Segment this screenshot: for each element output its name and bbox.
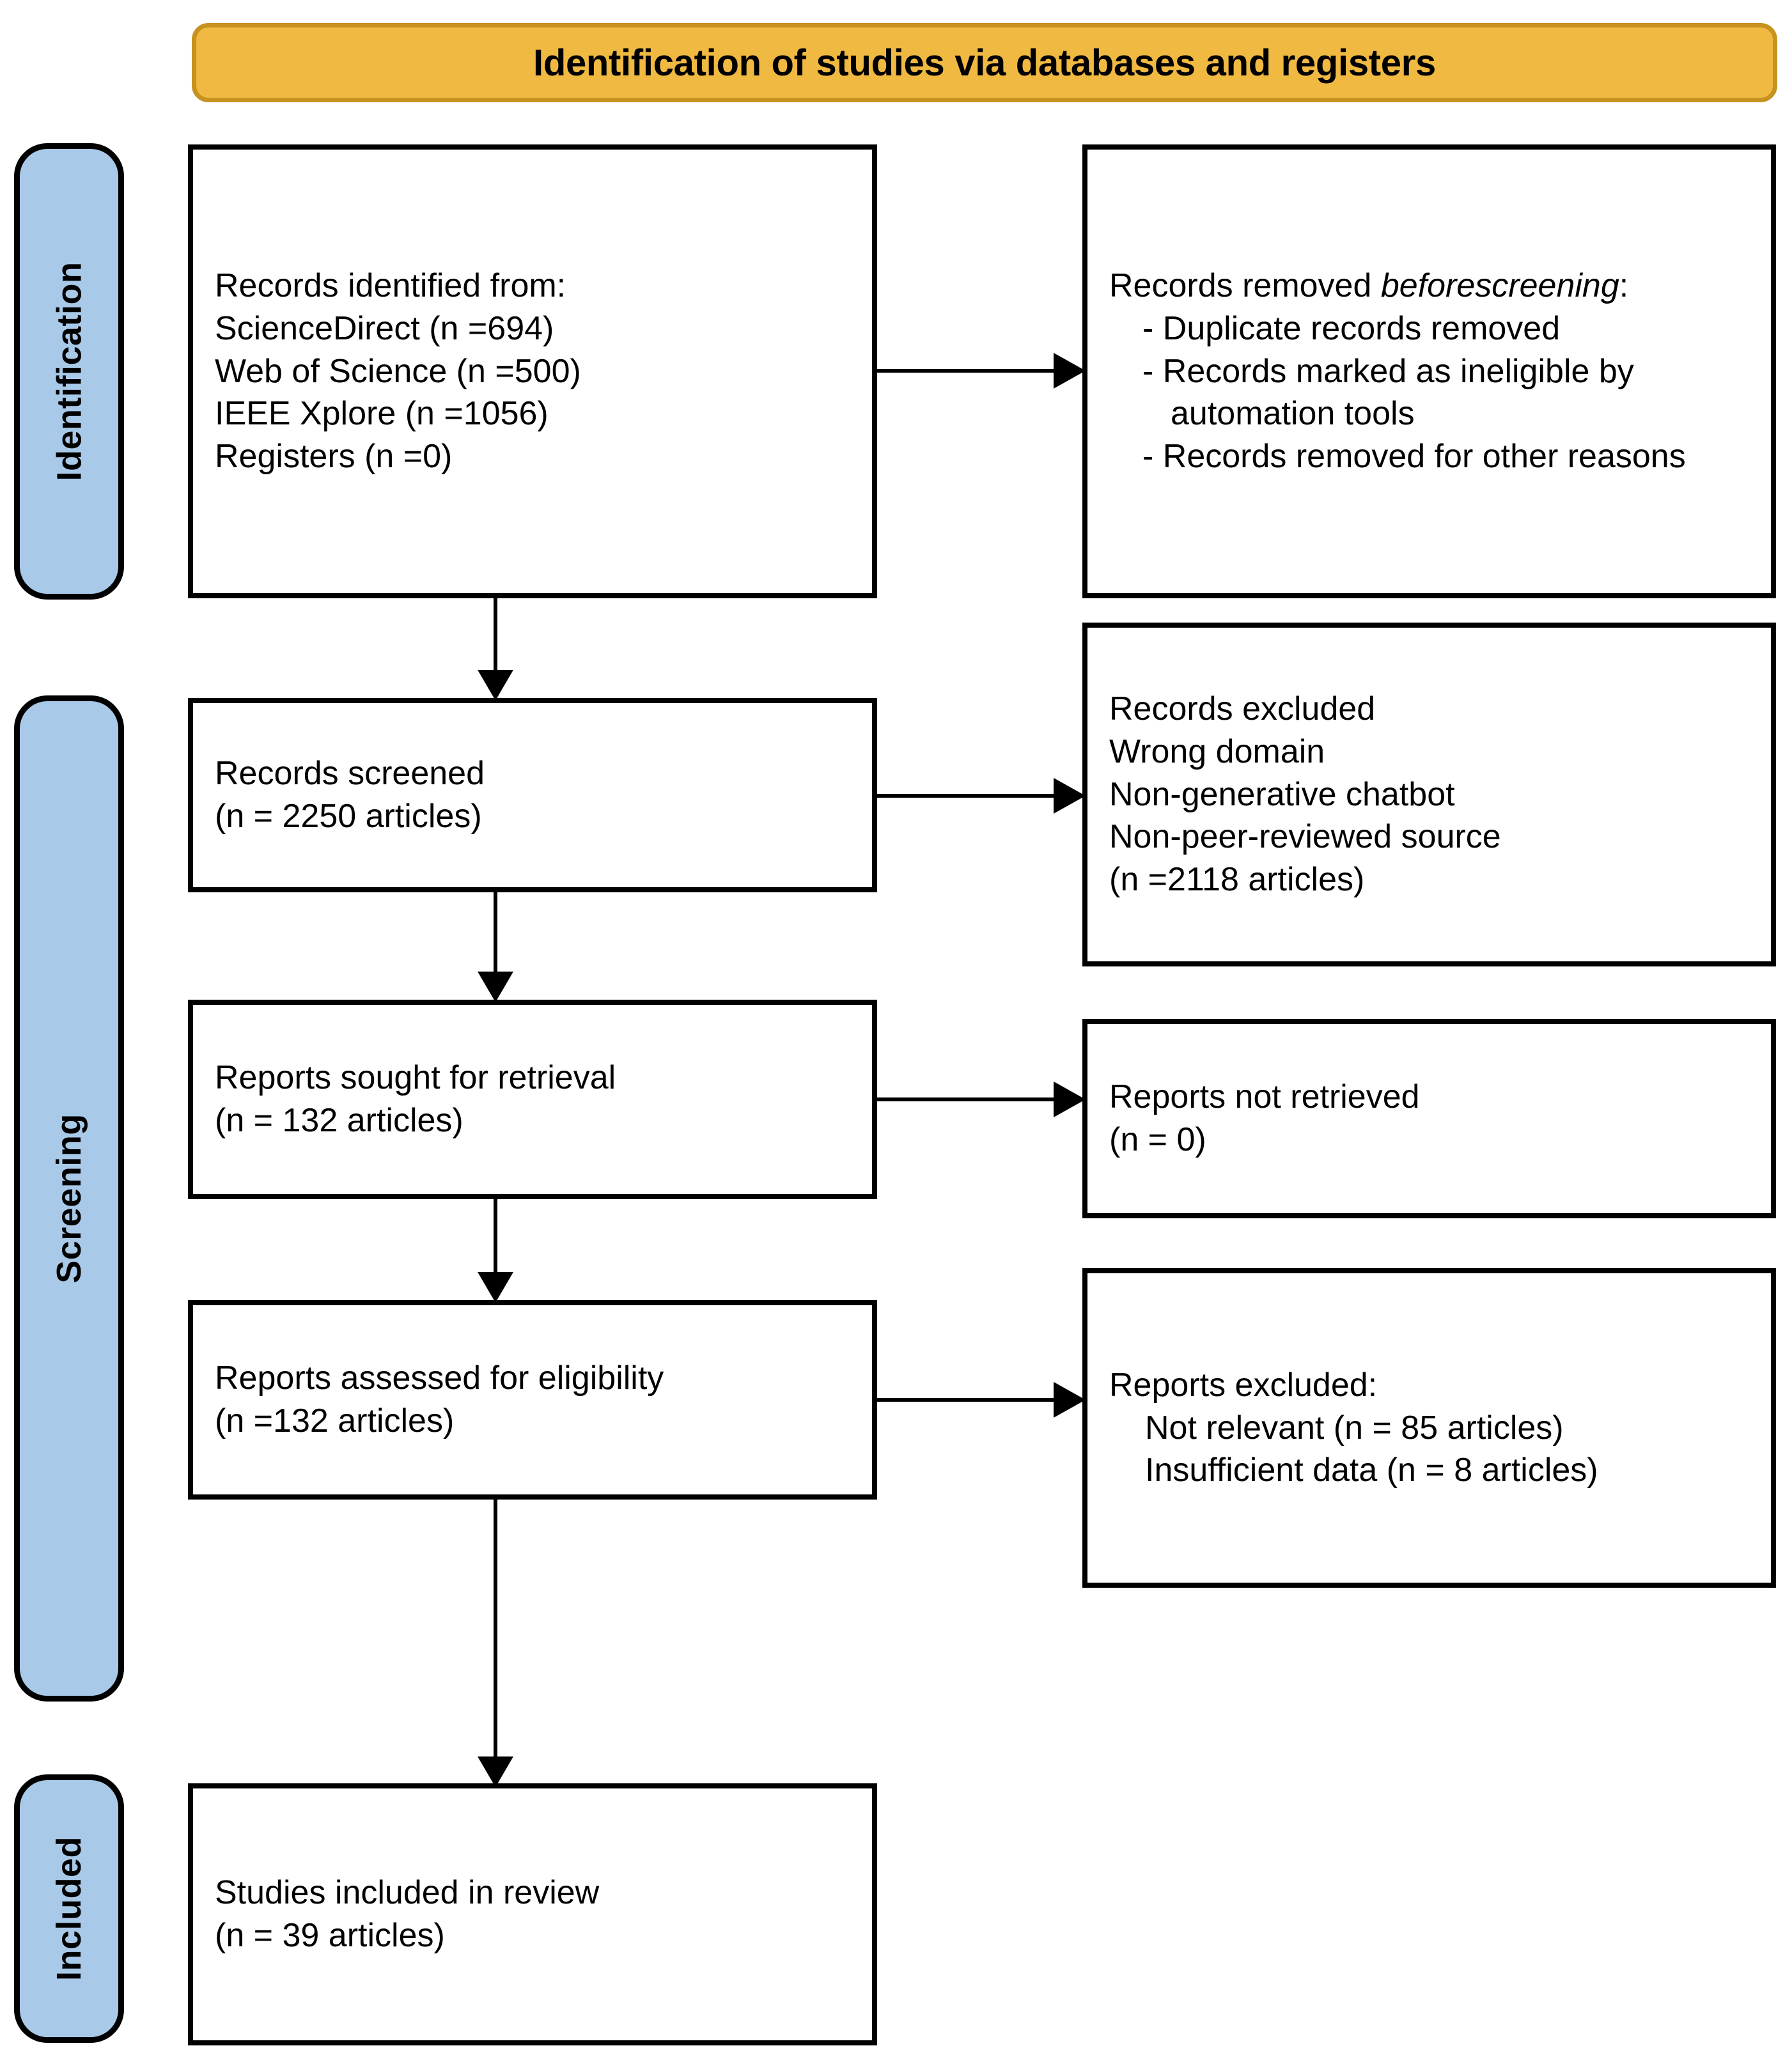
stage-label-identification: Identification (14, 143, 124, 600)
records-removed-heading: Records removed beforescreening: (1109, 265, 1749, 307)
box-records-excluded: Records excluded Wrong domain Non-genera… (1082, 623, 1776, 966)
studies-included-line-1: Studies included in review (215, 1874, 600, 1912)
records-removed-bullet-1: - Duplicate records removed (1142, 309, 1561, 347)
records-identified-line-4: IEEE Xplore (n =1056) (215, 395, 549, 433)
reports-assessed-line-2: (n =132 articles) (215, 1402, 455, 1439)
records-excluded-line-3: Non-generative chatbot (1109, 775, 1455, 813)
arrow-identified-to-removed (874, 353, 1086, 389)
records-excluded-line-2: Wrong domain (1109, 733, 1325, 770)
stage-label-included-text: Included (50, 1836, 89, 1981)
box-records-removed-text: Records removed beforescreening: - Dupli… (1087, 265, 1771, 478)
box-reports-assessed-text: Reports assessed for eligibility (n =132… (193, 1357, 872, 1443)
records-screened-line-1: Records screened (215, 755, 485, 793)
box-reports-not-retrieved: Reports not retrieved (n = 0) (1082, 1019, 1776, 1218)
records-removed-heading-colon: : (1619, 267, 1629, 304)
arrow-assessed-to-included (478, 1497, 513, 1787)
stage-label-screening: Screening (14, 695, 124, 1702)
box-reports-sought-text: Reports sought for retrieval (n = 132 ar… (193, 1057, 872, 1142)
reports-excluded-line-1: Reports excluded: (1109, 1366, 1378, 1404)
reports-not-retrieved-line-1: Reports not retrieved (1109, 1078, 1420, 1116)
records-identified-line-3: Web of Science (n =500) (215, 352, 581, 390)
reports-assessed-line-1: Reports assessed for eligibility (215, 1360, 664, 1397)
box-records-screened: Records screened (n = 2250 articles) (188, 698, 877, 892)
arrow-sought-to-not-retrieved (874, 1082, 1086, 1117)
box-records-excluded-text: Records excluded Wrong domain Non-genera… (1087, 688, 1771, 901)
arrow-identified-to-screened (478, 596, 513, 701)
diagram-title: Identification of studies via databases … (533, 42, 1436, 84)
box-reports-excluded: Reports excluded: Not relevant (n = 85 a… (1082, 1268, 1776, 1588)
box-reports-excluded-text: Reports excluded: Not relevant (n = 85 a… (1087, 1364, 1771, 1492)
studies-included-line-2: (n = 39 articles) (215, 1917, 445, 1954)
reports-sought-line-2: (n = 132 articles) (215, 1102, 464, 1139)
records-removed-bullet-2: - Records marked as ineligible by automa… (1142, 352, 1634, 433)
box-records-identified-text: Records identified from: ScienceDirect (… (193, 265, 872, 478)
stage-label-included: Included (14, 1774, 124, 2043)
reports-sought-line-1: Reports sought for retrieval (215, 1059, 616, 1097)
stage-label-screening-text: Screening (50, 1113, 88, 1283)
records-identified-line-2: ScienceDirect (n =694) (215, 309, 554, 347)
records-identified-line-1: Records identified from: (215, 267, 566, 304)
arrow-screened-to-records-excluded (874, 778, 1086, 814)
box-records-removed-before-screening: Records removed beforescreening: - Dupli… (1082, 144, 1776, 598)
box-reports-sought-for-retrieval: Reports sought for retrieval (n = 132 ar… (188, 1000, 877, 1199)
arrow-assessed-to-reports-excluded (874, 1382, 1086, 1418)
reports-excluded-line-2: Not relevant (n = 85 articles) (1145, 1409, 1564, 1446)
records-screened-line-2: (n = 2250 articles) (215, 798, 482, 835)
records-removed-bullet-3: - Records removed for other reasons (1142, 438, 1686, 476)
box-studies-included-text: Studies included in review (n = 39 artic… (193, 1872, 872, 1957)
arrow-screened-to-sought (478, 890, 513, 1002)
records-excluded-line-5: (n =2118 articles) (1109, 861, 1365, 899)
records-excluded-line-1: Records excluded (1109, 690, 1376, 727)
box-reports-not-retrieved-text: Reports not retrieved (n = 0) (1087, 1076, 1771, 1161)
reports-not-retrieved-line-2: (n = 0) (1109, 1121, 1206, 1158)
arrow-sought-to-assessed (478, 1197, 513, 1303)
records-identified-line-5: Registers (n =0) (215, 438, 453, 476)
box-records-screened-text: Records screened (n = 2250 articles) (193, 752, 872, 838)
reports-excluded-line-3: Insufficient data (n = 8 articles) (1145, 1452, 1598, 1489)
records-removed-heading-part1: Records removed (1109, 267, 1381, 304)
stage-label-identification-text: Identification (50, 261, 88, 481)
diagram-header-banner: Identification of studies via databases … (192, 23, 1777, 102)
records-excluded-line-4: Non-peer-reviewed source (1109, 818, 1501, 856)
box-records-identified: Records identified from: ScienceDirect (… (188, 144, 877, 598)
records-removed-heading-italic2: screening (1475, 267, 1619, 304)
records-removed-heading-italic1: before (1380, 267, 1476, 304)
box-studies-included-in-review: Studies included in review (n = 39 artic… (188, 1783, 877, 2045)
box-reports-assessed-for-eligibility: Reports assessed for eligibility (n =132… (188, 1300, 877, 1500)
